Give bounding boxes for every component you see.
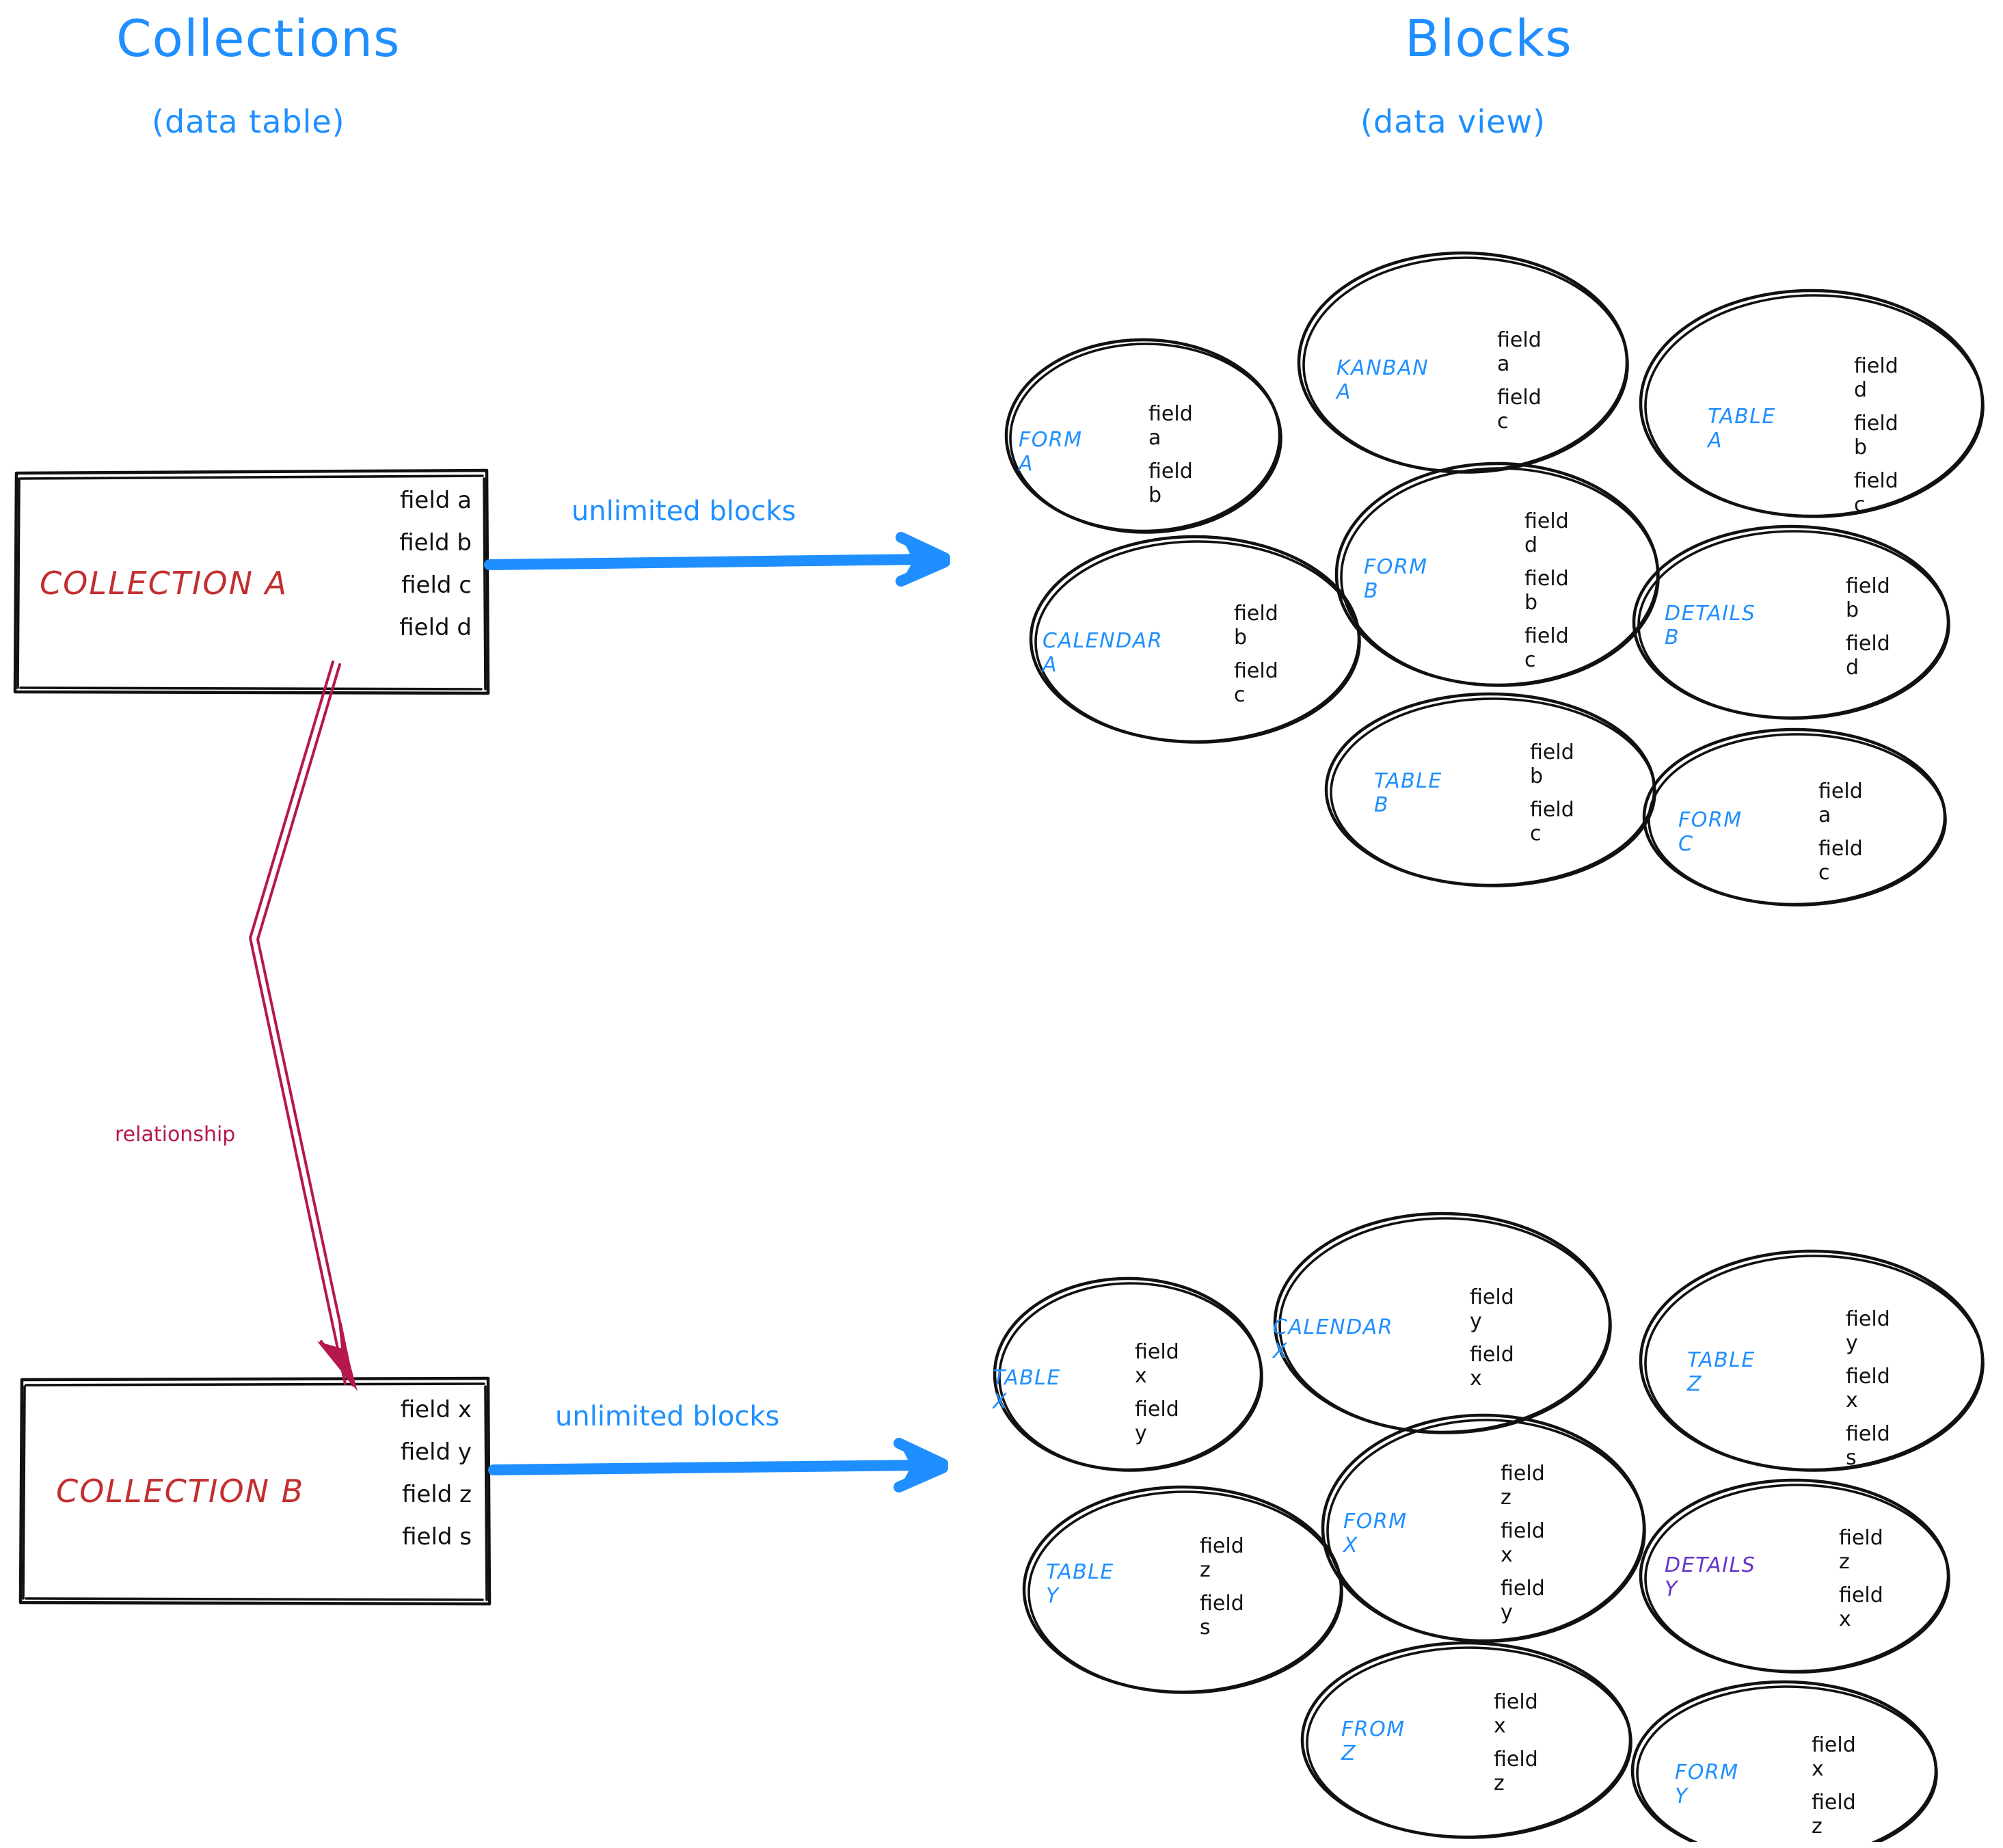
block-label: TABLE Z <box>1687 1348 1756 1396</box>
block-field: field c <box>1818 837 1863 885</box>
block-field: field c <box>1854 469 1898 517</box>
blocks-group-a-ellipses <box>1004 251 1985 907</box>
block-fields: field a field b <box>1148 402 1193 517</box>
collection-a-name: COLLECTION A <box>40 565 288 602</box>
block-fields: field x field z <box>1812 1733 1856 1848</box>
collection-a-box-stroke <box>13 468 490 695</box>
collection-b-box-stroke <box>18 1376 492 1606</box>
unlimited-blocks-arrow-a <box>484 532 950 587</box>
block-field: field c <box>1497 386 1542 433</box>
block-label: CALENDAR X <box>1273 1315 1394 1363</box>
block-fields: field b field d <box>1846 574 1890 689</box>
block-label: FORM A <box>1019 428 1083 476</box>
block-label: TABLE Y <box>1046 1560 1114 1608</box>
block-fields: field z field s <box>1200 1534 1244 1649</box>
block-field: field d <box>1524 509 1569 557</box>
block-label: FORM B <box>1364 555 1428 603</box>
block-field: field b <box>1524 567 1569 615</box>
block-fields: field a field c <box>1818 779 1863 894</box>
block-label: TABLE X <box>993 1366 1061 1414</box>
block-field: field y <box>1846 1307 1890 1355</box>
block-fields: field z field x <box>1839 1526 1883 1641</box>
block-fields: field y field x field s <box>1846 1307 1890 1479</box>
block-field: field x <box>1494 1690 1538 1738</box>
collection-b-field: field z <box>401 1481 472 1508</box>
collection-b-name: COLLECTION B <box>56 1473 305 1510</box>
unlimited-blocks-label-b: unlimited blocks <box>555 1401 780 1432</box>
block-label: CALENDAR A <box>1043 629 1164 677</box>
collection-a-fields: field a field b field c field d <box>226 487 472 656</box>
block-label: FORM Y <box>1675 1760 1739 1808</box>
block-label: TABLE B <box>1374 769 1442 817</box>
unlimited-blocks-label-a: unlimited blocks <box>572 496 796 527</box>
block-fields: field b field c <box>1530 740 1574 855</box>
block-field: field b <box>1854 412 1898 459</box>
block-field: field z <box>1200 1534 1244 1582</box>
block-field: field s <box>1200 1592 1244 1639</box>
block-field: field z <box>1839 1526 1883 1574</box>
unlimited-blocks-arrow-b <box>488 1438 948 1492</box>
block-field: field c <box>1234 659 1278 707</box>
block-label: TABLE A <box>1708 405 1776 453</box>
block-field: field s <box>1846 1422 1890 1470</box>
page-title-collections: Collections <box>116 10 401 68</box>
block-label: FORM X <box>1343 1510 1408 1557</box>
block-field: field a <box>1818 779 1863 827</box>
block-field: field a <box>1148 402 1193 450</box>
collection-b-field: field x <box>400 1396 472 1423</box>
block-field: field y <box>1501 1577 1545 1624</box>
blocks-group-b-ellipses <box>993 1211 1985 1842</box>
block-field: field c <box>1530 798 1574 846</box>
block-field: field x <box>1501 1519 1545 1567</box>
block-fields: field a field c <box>1497 328 1542 443</box>
block-label: FROM Z <box>1341 1717 1406 1765</box>
block-field: field b <box>1234 602 1278 650</box>
block-field: field d <box>1846 632 1890 680</box>
collection-a-field: field c <box>401 572 472 599</box>
block-field: field x <box>1812 1733 1856 1781</box>
block-label: KANBAN A <box>1336 356 1429 404</box>
block-field: field x <box>1846 1365 1890 1412</box>
block-field: field x <box>1839 1583 1883 1631</box>
block-fields: field y field x <box>1470 1285 1514 1400</box>
block-field: field b <box>1148 459 1193 507</box>
collection-a-field: field a <box>399 487 472 514</box>
block-fields: field d field b field c <box>1854 354 1898 526</box>
block-field: field a <box>1497 328 1542 376</box>
block-label: FORM C <box>1678 808 1743 856</box>
block-fields: field z field x field y <box>1501 1462 1545 1634</box>
block-field: field y <box>1470 1285 1514 1333</box>
block-field: field x <box>1135 1340 1179 1388</box>
collection-a-field: field b <box>399 529 472 557</box>
block-fields: field d field b field c <box>1524 509 1569 682</box>
collection-b-field: field s <box>402 1523 472 1551</box>
collection-b-field: field y <box>400 1438 472 1466</box>
relationship-label: relationship <box>115 1123 236 1147</box>
page-subtitle-blocks: (data view) <box>1360 103 1546 140</box>
collection-b-fields: field x field y field z field s <box>226 1396 472 1566</box>
block-field: field b <box>1846 574 1890 622</box>
block-fields: field x field y <box>1135 1340 1179 1455</box>
block-field: field z <box>1501 1462 1545 1510</box>
block-field: field y <box>1135 1397 1179 1445</box>
block-field: field b <box>1530 740 1574 788</box>
block-fields: field x field z <box>1494 1690 1538 1805</box>
block-field: field z <box>1812 1791 1856 1838</box>
block-field: field x <box>1470 1343 1514 1391</box>
page-title-blocks: Blocks <box>1405 10 1572 68</box>
block-field: field d <box>1854 354 1898 402</box>
block-fields: field b field c <box>1234 602 1278 717</box>
block-field: field z <box>1494 1747 1538 1795</box>
collection-a-field: field d <box>399 614 472 641</box>
page-subtitle-collections: (data table) <box>152 103 345 140</box>
block-field: field c <box>1524 624 1569 672</box>
block-label: DETAILS B <box>1665 602 1756 650</box>
relationship-connector <box>249 660 358 1391</box>
block-label: DETAILS Y <box>1665 1553 1756 1601</box>
